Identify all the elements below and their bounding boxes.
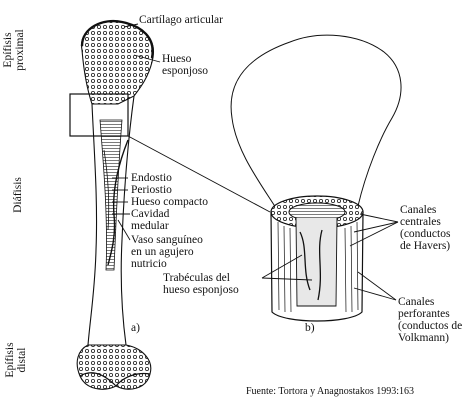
label-cartilago: Cartílago articular [139,14,223,26]
region-epifisis-distal: Epífisis distal [4,330,28,390]
label-periostio: Periostio [131,184,172,196]
label-cavidad-medular: Cavidad medular [131,208,169,232]
enlarged-section [231,35,401,321]
medullary-cavity [100,120,122,270]
label-vaso-sanguineo: Vaso sanguíneo en un agujero nutricio [131,234,203,270]
label-panel-a: a) [131,322,140,334]
label-canales-perforantes: Canales perforantes (conductos de Volkma… [398,296,462,344]
proximal-epiphysis [82,21,154,104]
label-trabeculas: Trabéculas del hueso esponjoso [163,272,239,296]
region-diafisis: Diáfisis [12,160,24,230]
label-panel-b: b) [305,322,315,334]
label-hueso-esponjoso: Hueso esponjoso [162,53,208,77]
diaphysis-outline [88,104,97,345]
distal-epiphysis [77,345,151,389]
label-endostio: Endostio [131,172,172,184]
source-caption: Fuente: Tortora y Anagnostakos 1993:163 [246,386,414,397]
label-canales-centrales: Canales centrales (conductos de Havers) [400,204,450,252]
label-hueso-compacto: Hueso compacto [131,196,208,208]
region-epifisis-proximal: Epífisis proximal [2,18,26,82]
